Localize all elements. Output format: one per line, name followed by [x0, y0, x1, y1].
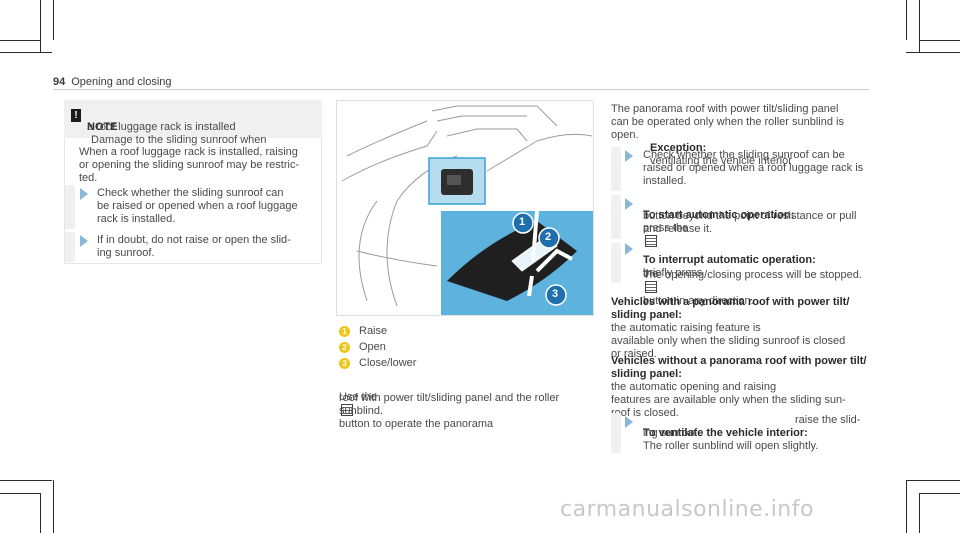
use-post-text: button to operate the panorama	[339, 418, 494, 430]
step2-text-a: press the	[643, 222, 689, 234]
step-bar	[611, 147, 621, 191]
note-step-2: If in doubt, do not raise or open the sl…	[97, 234, 291, 259]
note-title-text2: a roof luggage rack is installed	[87, 121, 236, 133]
exception-label: Exception:	[650, 142, 707, 154]
middle-paragraph: roof with power tilt/sliding panel and t…	[339, 392, 560, 417]
step-arrow-icon	[625, 416, 633, 428]
vehicles-without-text: the automatic opening and raising featur…	[611, 381, 846, 419]
crop-mark	[919, 0, 920, 52]
crop-mark	[906, 0, 907, 40]
step-bar	[65, 232, 75, 262]
note-body: When a roof luggage rack is installed, r…	[79, 146, 300, 184]
exception-line: Exception: ventilating the vehicle inter…	[650, 129, 792, 168]
crop-mark	[0, 480, 52, 481]
watermark: carmanualsonline.info	[560, 497, 814, 522]
right-step-4-line: To ventilate the vehicle interior:	[643, 414, 808, 440]
right-step-4-text: raise the slid- ing sunroof. The roller …	[643, 414, 861, 452]
step-arrow-icon	[625, 243, 633, 255]
right-step-3-note: The opening/closing process will be stop…	[643, 269, 862, 281]
right-step-2-line: To start automatic operation: press the	[643, 196, 794, 249]
header-divider	[53, 89, 869, 90]
crop-mark	[906, 480, 907, 533]
step-arrow-icon	[80, 235, 88, 247]
crop-mark	[919, 493, 960, 494]
crop-mark	[53, 0, 54, 40]
step-bar	[611, 195, 621, 239]
right-step-1: Check whether the sliding sunroof can be…	[643, 149, 864, 187]
vehicles-with-text: the automatic raising feature is availab…	[611, 322, 846, 360]
step-arrow-icon	[625, 150, 633, 162]
step3-text-b: the	[643, 268, 659, 280]
legend-label-raise: Raise	[359, 325, 388, 337]
vehicles-without-label: Vehicles without a panorama roof with po…	[611, 355, 867, 380]
sunroof-button-icon	[645, 235, 657, 247]
crop-mark	[919, 493, 920, 533]
sunroof-button-icon	[645, 281, 657, 293]
note-title-line: NOTE Damage to the sliding sunroof when	[87, 108, 267, 147]
callout-3-label: 3	[552, 288, 559, 300]
right-step-3-line: To interrupt automatic operation: briefl…	[643, 241, 816, 280]
step3-text-c: button in any direction.	[643, 295, 754, 307]
step-arrow-icon	[80, 188, 88, 200]
crop-mark	[40, 0, 41, 52]
sunroof-button-icon	[341, 404, 353, 416]
crop-mark	[0, 493, 40, 494]
step-bar	[611, 243, 621, 283]
use-pre-text: Use the	[339, 391, 377, 403]
crop-mark	[0, 52, 52, 53]
step-bar	[65, 185, 75, 229]
legend-marker-3: 3	[339, 358, 350, 369]
exception-text: ventilating the vehicle interior	[650, 155, 792, 167]
crop-mark	[919, 40, 960, 41]
page-header: 94 Opening and closing	[53, 76, 172, 89]
step-bar	[611, 413, 621, 453]
right-intro: The panorama roof with power tilt/slidin…	[611, 103, 844, 141]
note-step-1: Check whether the sliding sunroof can be…	[97, 187, 298, 225]
step-arrow-icon	[625, 198, 633, 210]
legend-marker-1: 1	[339, 326, 350, 337]
warning-icon: !	[71, 109, 81, 122]
legend-label-open: Open	[359, 341, 386, 353]
right-step-2-text: button beyond the point of resistance or…	[643, 210, 857, 235]
crop-mark	[40, 493, 41, 533]
crop-mark	[906, 52, 960, 53]
right-step-3-line2: the button in any direction.	[643, 255, 754, 308]
step2-label: To start automatic operation:	[643, 209, 795, 221]
step4-label: To ventilate the vehicle interior:	[643, 427, 808, 439]
crop-mark	[0, 40, 40, 41]
crop-mark	[53, 480, 54, 533]
note-title-text: Damage to the sliding sunroof when	[91, 134, 267, 146]
note-title: NOTE	[87, 121, 118, 133]
sunroof-illustration: 1 2 3	[336, 100, 594, 316]
crop-mark	[906, 480, 960, 481]
legend-marker-2: 2	[339, 342, 350, 353]
callout-2-label: 2	[545, 231, 552, 243]
section-title: Opening and closing	[71, 76, 172, 88]
vehicles-with-label: Vehicles with a panorama roof with power…	[611, 296, 850, 321]
sunroof-illustration-svg	[341, 105, 593, 315]
note-header	[64, 100, 322, 138]
step3-text-a: briefly press	[643, 267, 703, 279]
callout-1-label: 1	[519, 216, 526, 228]
page-number: 94	[53, 76, 66, 88]
middle-use-line: Use the button to operate the panorama	[339, 378, 493, 431]
step3-label: To interrupt automatic operation:	[643, 254, 816, 266]
legend-label-close: Close/lower	[359, 357, 417, 369]
